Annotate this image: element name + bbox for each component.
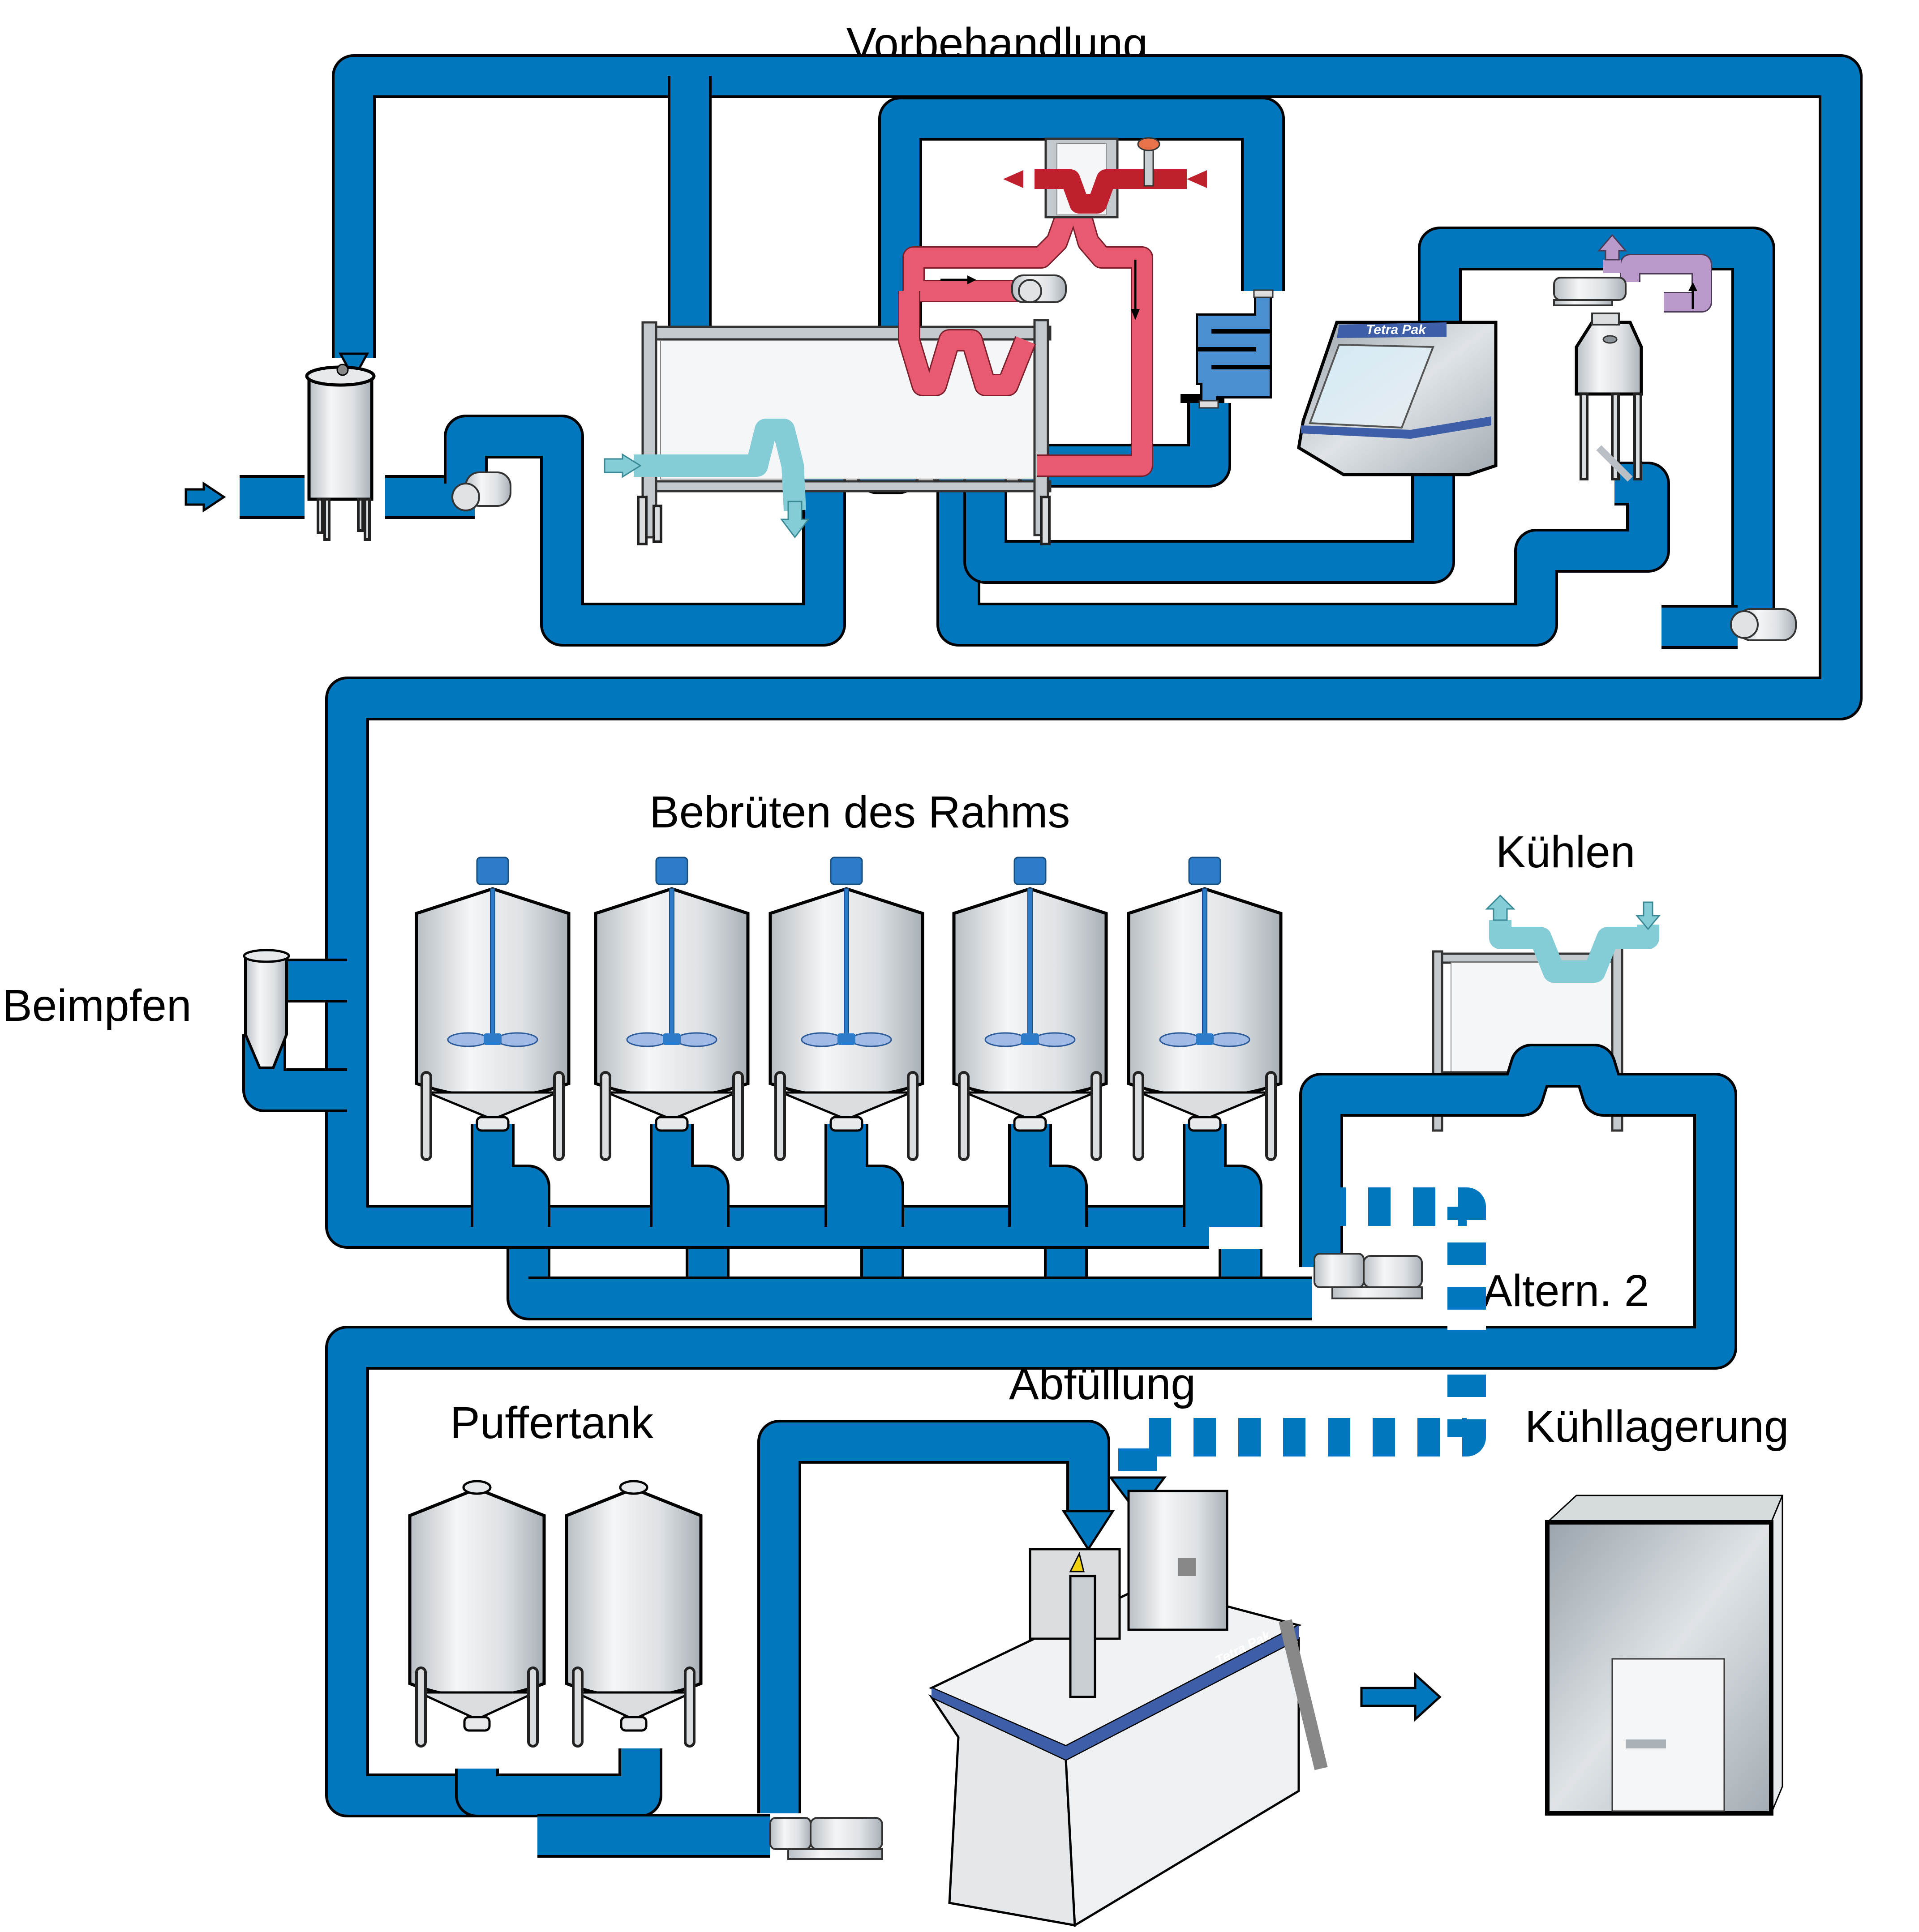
alternative-2-pipe [1108,1187,1486,1516]
starter-tank [242,949,347,1112]
label-cold-storage: Kühllagerung [1525,1401,1789,1452]
incubation-tank: Tank 1 [415,857,571,1298]
buffer-tank: Puffertank 1 [408,1480,546,1748]
deaerator-pump [1730,608,1797,641]
homogenizer: Tetra Pak [1297,321,1498,476]
filling-machine: Tetra Pak [928,1490,1328,1928]
cooling-water-circuit [604,419,810,539]
incubation-tank: Tank 3 [768,857,924,1298]
cooling-in-arrow-icon [604,453,642,478]
label-incubation: Bebrüten des Rahms [649,787,1070,837]
balance-tank [305,364,376,541]
inlet-arrow-icon [185,481,226,513]
incubation-tank: Tank 5 [1127,857,1283,1298]
vacuum-circuit [1597,234,1712,313]
steam-in-arrow-icon [1187,170,1207,188]
steam-out-arrow-icon [1003,170,1023,188]
vacuum-pump [1553,277,1627,306]
feed-pump [451,471,511,511]
buffer-outlet-pipes [455,1420,1115,1858]
cooling-loop [325,1044,1737,1817]
homogenizer-brand: Tetra Pak [1366,322,1426,337]
buffer-tank: Puffertank 2 [565,1480,703,1748]
buffer-tanks: Puffertank 1Puffertank 2 [408,1480,703,1748]
incubation-headers [507,1277,1312,1320]
label-alternative-2: Altern. 2 [1482,1266,1649,1316]
incubation-tanks: Tank 1Tank 2Tank 3Tank 4Tank 5 [415,857,1283,1298]
vacuum-out-arrow-icon [1597,234,1627,261]
deaerator [1575,313,1643,482]
holding-tube [1196,289,1274,409]
to-cold-storage-arrow-icon [1360,1672,1442,1722]
cold-store [1545,1495,1784,1816]
label-inoculation: Beimpfen [2,981,191,1031]
buffer-pump [769,1817,883,1860]
label-buffer-tank: Puffertank [450,1398,654,1448]
filling-arrow-icon [1061,1510,1115,1551]
cooling-out-arrow-icon [780,501,810,539]
label-cooling: Kühlen [1496,827,1635,877]
steam-heater [1003,137,1207,218]
plate-heat-exchanger [637,319,1052,545]
cooling-out-arrow-icon-2 [1485,894,1515,921]
incubation-pump [1314,1253,1423,1299]
cooling-in-arrow-icon-2 [1635,901,1661,930]
